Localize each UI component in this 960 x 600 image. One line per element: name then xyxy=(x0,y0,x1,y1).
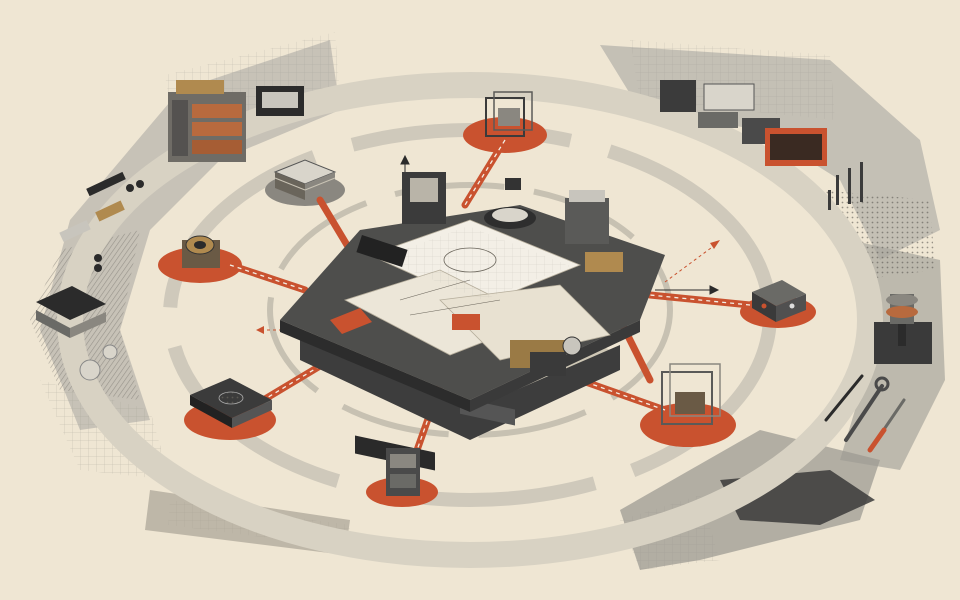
blueprint-line-2 xyxy=(409,299,501,316)
drawer-cabinet xyxy=(168,80,246,162)
spoke-left-dash xyxy=(229,264,306,291)
direction-arrows xyxy=(256,154,720,334)
spoke-right-dash xyxy=(649,294,751,306)
spindle xyxy=(874,294,932,364)
screws xyxy=(828,162,863,210)
bench-dark-box xyxy=(530,352,566,376)
spoke-upper-left xyxy=(316,196,354,254)
blueprint-line-1 xyxy=(399,279,471,301)
spoke-lower-right-dash xyxy=(579,379,666,411)
spoke-top xyxy=(461,136,509,209)
blueprint-circle-drawing xyxy=(443,247,497,273)
arrow-up-head xyxy=(400,154,410,165)
tray xyxy=(256,86,304,116)
workbench-lower-drawer-block xyxy=(300,330,620,440)
bench-machine-right-top xyxy=(569,190,605,202)
orbit-inner xyxy=(267,182,673,438)
blueprint-red-tab xyxy=(452,314,480,330)
arrow-right-head xyxy=(709,285,720,295)
arrow-diag-line xyxy=(664,244,716,283)
workbench-red-corner xyxy=(330,308,372,334)
station-lower-right-cube xyxy=(661,363,721,425)
wrench-screwdriver xyxy=(824,374,906,453)
station-top-cube xyxy=(485,91,533,137)
arrow-left-head xyxy=(256,326,264,334)
bench-small-box xyxy=(505,178,521,190)
station-right-control-box xyxy=(752,280,806,322)
arrow-diag-head xyxy=(710,240,720,249)
material-stack xyxy=(36,286,118,381)
station-bottom-cabinet xyxy=(386,448,420,496)
station-lower-left-board xyxy=(190,378,272,428)
central-workbench xyxy=(280,172,665,471)
station-upper-left-plates xyxy=(273,159,337,200)
bench-brass-box xyxy=(585,252,623,272)
blueprint-grid-overlay xyxy=(380,226,570,300)
workbench-front-edge xyxy=(280,320,470,412)
small-parts-left xyxy=(59,171,144,272)
station-left-motor xyxy=(182,235,220,268)
bench-turntable-disc xyxy=(492,208,528,222)
collage-piece-right-dots xyxy=(820,190,935,280)
machinery-cluster xyxy=(660,80,827,166)
bench-machine-right xyxy=(565,198,609,244)
bench-machine-tower-face xyxy=(410,178,438,202)
bench-keypad xyxy=(356,235,408,267)
bench-gauge xyxy=(562,336,582,356)
